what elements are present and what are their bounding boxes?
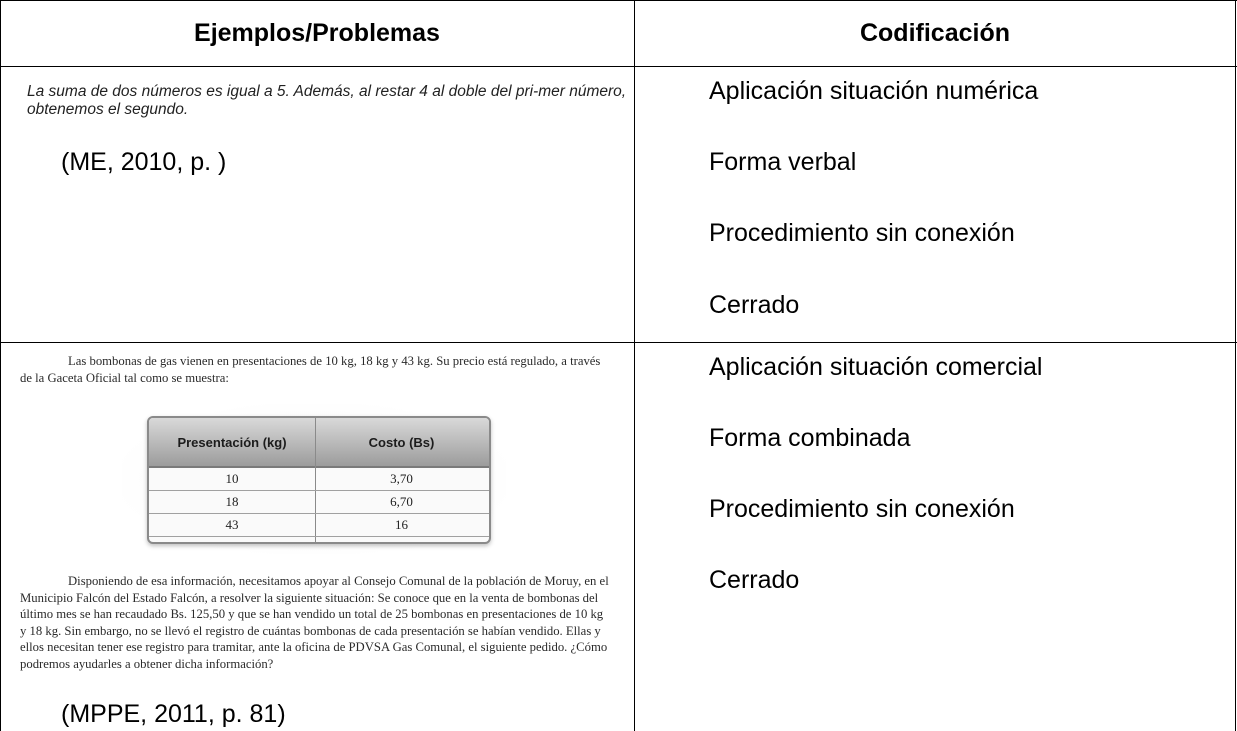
table-border-left <box>0 0 1 731</box>
gas-table-cell-presentacion: 10 <box>225 471 239 486</box>
gas-table-column-divider <box>315 418 316 542</box>
gas-table-row: 10 3,70 <box>149 468 489 491</box>
gas-table-header-presentacion: Presentación (kg) <box>177 434 287 450</box>
header-ejemplos-problemas: Ejemplos/Problemas <box>194 18 440 47</box>
gas-table-cell-costo: 3,70 <box>390 471 413 486</box>
gas-price-table-image: Presentación (kg) Costo (Bs) 10 3,70 18 … <box>122 404 506 554</box>
problem-1-code-procedimiento: Procedimiento sin conexión <box>709 219 1015 247</box>
gas-table-row: 43 16 <box>149 514 489 537</box>
problem-2-intro: Las bombonas de gas vienen en presentaci… <box>20 354 601 385</box>
problem-1-code-situacion: Aplicación situación numérica <box>709 77 1039 105</box>
gas-table-header-costo: Costo (Bs) <box>368 434 435 450</box>
problem-1-text: La suma de dos números es igual a 5. Ade… <box>27 83 627 118</box>
table-border-right <box>1235 0 1236 731</box>
row-divider <box>0 342 1237 343</box>
problem-1-citation: (ME, 2010, p. ) <box>61 148 227 176</box>
problem-1-code-tipo: Cerrado <box>709 291 800 319</box>
column-divider <box>634 0 635 731</box>
header-divider <box>0 66 1237 67</box>
gas-table-cell-costo: 6,70 <box>390 494 413 509</box>
gas-table-row: 18 6,70 <box>149 491 489 514</box>
gas-table-header <box>149 418 489 468</box>
gas-table-cell-costo: 16 <box>395 517 408 532</box>
problem-2-body: Disponiendo de esa información, necesita… <box>20 574 609 671</box>
problem-2-code-tipo: Cerrado <box>709 566 800 594</box>
gas-table-cell-presentacion: 18 <box>225 494 239 509</box>
gas-price-table: Presentación (kg) Costo (Bs) 10 3,70 18 … <box>147 416 491 544</box>
problem-2-code-procedimiento: Procedimiento sin conexión <box>709 495 1015 523</box>
problem-2-citation: (MPPE, 2011, p. 81) <box>61 700 286 728</box>
header-codificacion: Codificación <box>859 18 1010 47</box>
problem-2-code-forma: Forma combinada <box>709 424 911 452</box>
problem-1-code-forma: Forma verbal <box>709 148 857 176</box>
problem-2-code-situacion: Aplicación situación comercial <box>709 353 1043 381</box>
gas-table-cell-presentacion: 43 <box>225 517 239 532</box>
table-border-top <box>0 0 1237 1</box>
